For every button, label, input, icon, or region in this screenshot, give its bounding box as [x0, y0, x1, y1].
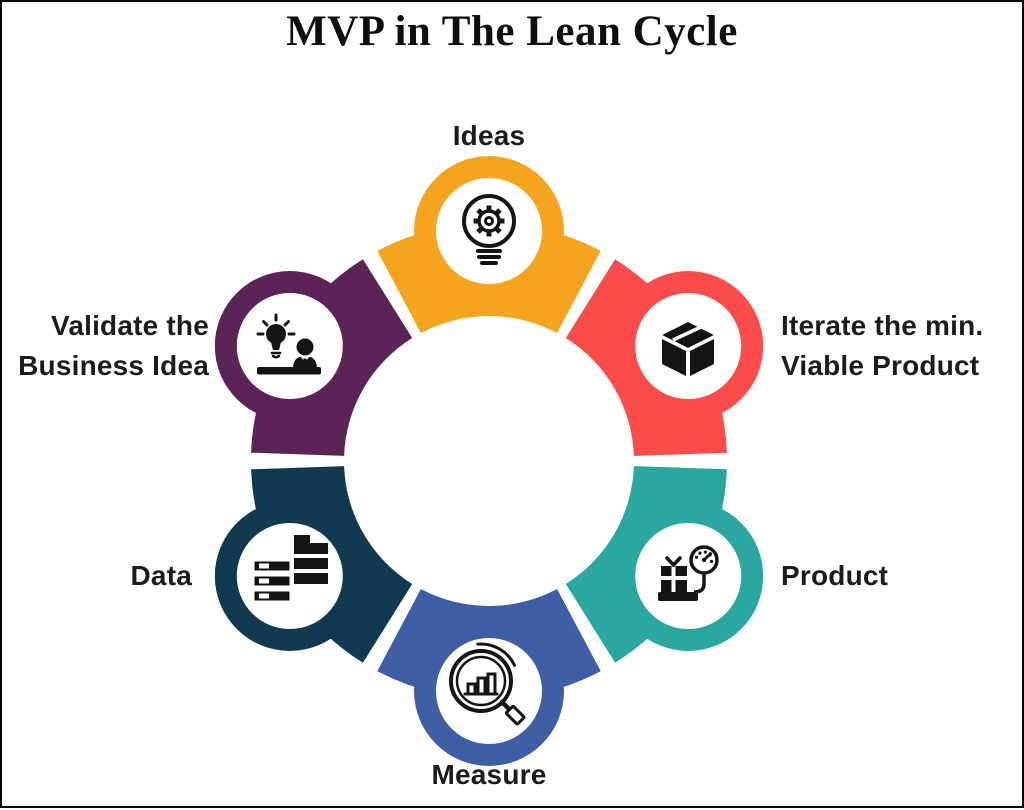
package-box-icon — [657, 319, 719, 376]
label-measure: Measure — [289, 755, 689, 795]
bulb-rays — [256, 313, 296, 336]
label-ideas: Ideas — [289, 116, 689, 156]
label-data-text: Data — [130, 560, 192, 591]
label-product: Product — [781, 558, 888, 594]
page-title: MVP in The Lean Cycle — [286, 8, 738, 55]
idea-presenter-icon — [256, 313, 321, 375]
label-data: Data — [12, 558, 192, 594]
lightbulb-gear-icon — [462, 194, 516, 265]
label-validate-line1: Validate the — [50, 310, 209, 341]
magnifier-bar-chart-icon — [449, 642, 526, 726]
drawer-slots — [259, 563, 269, 599]
front-stack — [251, 558, 293, 604]
label-iterate: Iterate the min. Viable Product — [781, 306, 983, 386]
gift-bow — [665, 556, 682, 567]
product-icon-circle — [635, 523, 742, 629]
label-validate: Validate the Business Idea — [9, 306, 209, 386]
data-storage-icon — [251, 535, 328, 604]
label-iterate-line2: Viable Product — [781, 350, 980, 381]
back-stack — [294, 535, 328, 584]
gear-teeth — [473, 205, 505, 237]
label-ideas-text: Ideas — [452, 120, 526, 151]
label-iterate-line1: Iterate the min. — [781, 310, 984, 341]
label-measure-text: Measure — [431, 759, 547, 790]
gift-gauge-icon — [658, 545, 719, 601]
label-validate-line2: Business Idea — [18, 350, 209, 381]
label-product-text: Product — [781, 560, 889, 591]
validate-icon-circle — [236, 293, 343, 399]
